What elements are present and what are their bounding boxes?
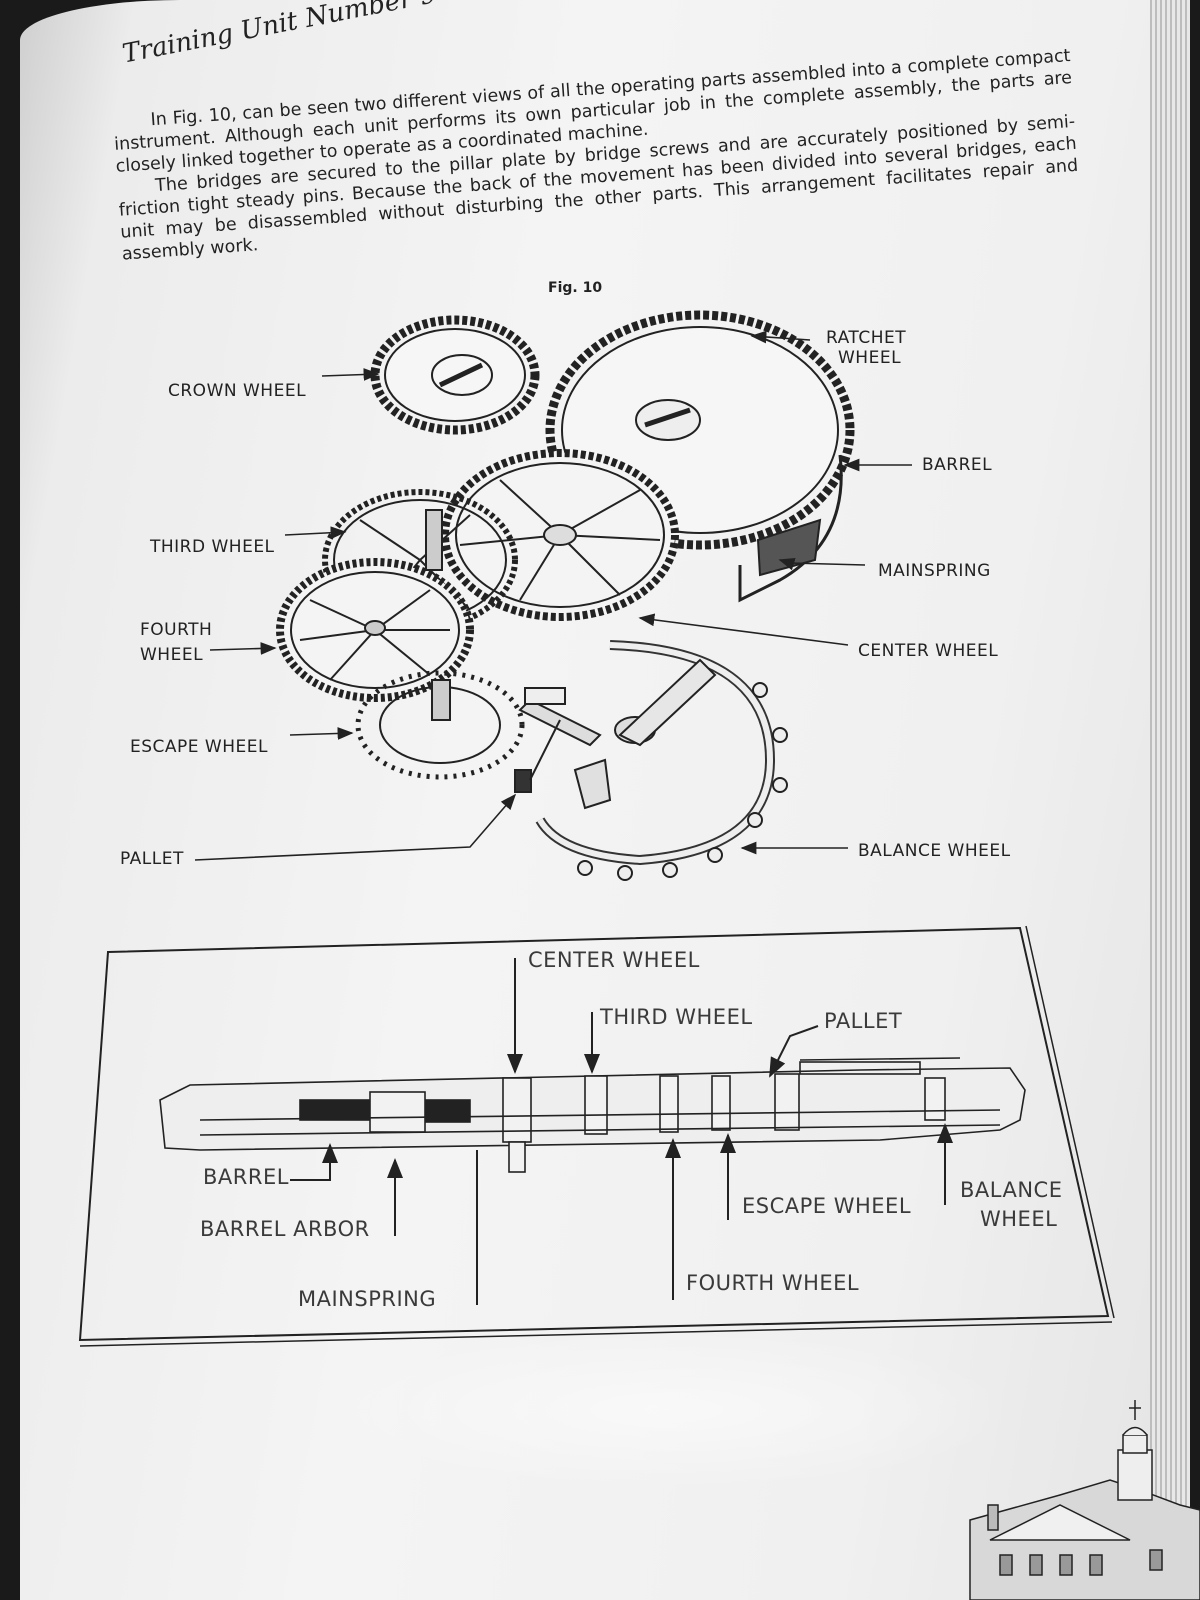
crown-wheel-illustration (370, 315, 540, 435)
label-balance-wheel: BALANCE WHEEL (858, 841, 1011, 861)
escape-wheel-illustration (355, 670, 525, 780)
figure-caption: Fig. 10 (548, 280, 603, 296)
page-edges (1150, 0, 1190, 1600)
label-mainspring: MAINSPRING (878, 561, 991, 581)
label-pallet: PALLET (120, 849, 184, 869)
section-label-mainspring: MAINSPRING (298, 1287, 436, 1311)
label-center-wheel: CENTER WHEEL (858, 641, 998, 661)
label-ratchet-wheel-2: WHEEL (838, 348, 901, 368)
label-escape-wheel: ESCAPE WHEEL (130, 737, 268, 757)
balance-wheel-illustration (535, 640, 788, 881)
pallet-illustration (514, 687, 602, 793)
section-label-third-wheel: THIRD WHEEL (599, 1005, 753, 1029)
label-third-wheel: THIRD WHEEL (149, 537, 275, 557)
building-illustration (969, 1400, 1200, 1600)
light-glare (320, 1330, 1020, 1490)
section-label-balance-wheel-2: WHEEL (980, 1207, 1057, 1231)
section-label-center-wheel: CENTER WHEEL (528, 948, 700, 972)
label-fourth-wheel-2: WHEEL (140, 645, 203, 665)
section-label-balance-wheel-1: BALANCE (960, 1178, 1062, 1202)
section-label-pallet: PALLET (824, 1009, 902, 1033)
label-crown-wheel: CROWN WHEEL (168, 381, 306, 401)
fourth-wheel-illustration (276, 558, 474, 702)
section-label-escape-wheel: ESCAPE WHEEL (742, 1194, 911, 1218)
section-label-fourth-wheel: FOURTH WHEEL (686, 1271, 859, 1295)
section-view-frame (78, 925, 1115, 1347)
perspective-labels: CROWN WHEEL RATCHET WHEEL BARREL THIRD W… (120, 328, 1011, 869)
perspective-leaders (194, 330, 912, 861)
label-barrel: BARREL (922, 455, 992, 475)
center-wheel-illustration (441, 449, 679, 621)
section-label-barrel-arbor: BARREL ARBOR (200, 1217, 370, 1241)
perspective-view (276, 310, 855, 881)
section-leaders (290, 958, 953, 1305)
section-view-illustration (159, 1057, 1026, 1173)
section-label-barrel: BARREL (203, 1165, 289, 1189)
label-ratchet-wheel-1: RATCHET (826, 328, 906, 348)
section-labels: CENTER WHEEL THIRD WHEEL PALLET BARREL B… (200, 948, 1062, 1311)
label-fourth-wheel-1: FOURTH (140, 620, 212, 640)
